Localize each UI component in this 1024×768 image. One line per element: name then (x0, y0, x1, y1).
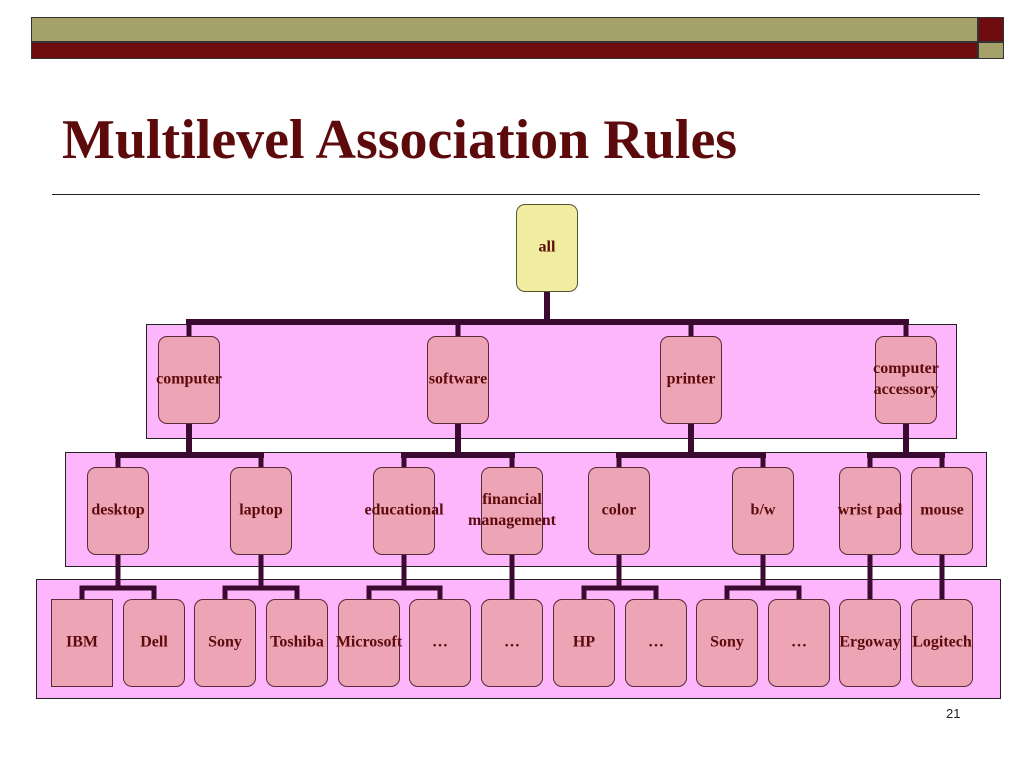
node-dell: Dell (123, 599, 185, 687)
node-wrist-pad: wrist pad (837, 467, 903, 555)
node-label: color (601, 501, 637, 519)
node-ergoway: Ergoway (839, 599, 901, 687)
node-label: IBM (66, 633, 98, 651)
header-corner-maroon (978, 17, 1004, 42)
node-label: wrist pad (837, 501, 903, 519)
node-label: desktop (91, 501, 145, 519)
node-financial-more: … (481, 599, 543, 687)
node-label: all (538, 238, 556, 256)
node-educational-more: … (409, 599, 471, 687)
node-label: … (648, 633, 664, 651)
node-label: HP (572, 633, 596, 651)
node-label: educational (364, 501, 444, 519)
node-label: b/w (750, 501, 776, 519)
node-mouse: mouse (911, 467, 973, 555)
node-label: … (791, 633, 807, 651)
node-color-more: … (625, 599, 687, 687)
node-label: Toshiba (270, 633, 324, 651)
slide-title: Multilevel Association Rules (62, 109, 738, 171)
node-label: computer (156, 370, 222, 388)
node-label: Dell (140, 633, 168, 651)
node-label: Sony (710, 633, 744, 651)
node-sony-laptop: Sony (194, 599, 256, 687)
node-label: … (504, 633, 520, 651)
node-hp: HP (553, 599, 615, 687)
title-underline (52, 194, 980, 195)
node-bw-more: … (768, 599, 830, 687)
node-sony-bw: Sony (696, 599, 758, 687)
page-number: 21 (946, 706, 961, 721)
node-logitech: Logitech (911, 599, 973, 687)
header-bar-olive (31, 17, 978, 42)
level-1-band (146, 324, 957, 439)
node-label: software (428, 370, 488, 388)
node-label: Ergoway (839, 633, 901, 651)
node-toshiba: Toshiba (266, 599, 328, 687)
node-label: printer (666, 370, 716, 388)
node-computer: computer (156, 336, 222, 424)
node-ibm: IBM (51, 599, 113, 687)
node-label: Sony (208, 633, 242, 651)
node-label: mouse (920, 501, 964, 519)
header-bar-maroon (31, 42, 978, 59)
node-microsoft: Microsoft (335, 599, 403, 687)
header-corner-olive (978, 42, 1004, 59)
node-all: all (516, 204, 578, 292)
node-bw: b/w (732, 467, 794, 555)
node-label: laptop (239, 501, 283, 519)
node-software: software (427, 336, 489, 424)
node-desktop: desktop (87, 467, 149, 555)
node-printer: printer (660, 336, 722, 424)
node-label: … (432, 633, 448, 651)
node-color: color (588, 467, 650, 555)
node-laptop: laptop (230, 467, 292, 555)
node-educational: educational (364, 467, 444, 555)
node-label: Microsoft (335, 633, 403, 651)
node-label: Logitech (912, 633, 972, 651)
